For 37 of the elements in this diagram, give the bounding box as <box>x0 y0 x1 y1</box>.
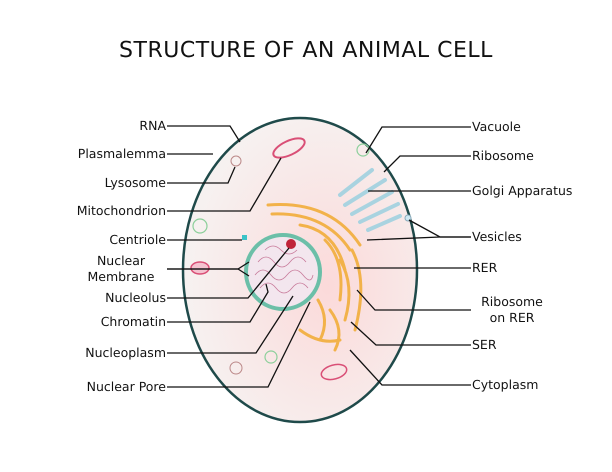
leader-line <box>368 190 471 192</box>
part-label: SER <box>472 337 497 353</box>
part-label: Ribosome on RER <box>472 294 552 326</box>
part-label: Ribosome <box>472 148 534 164</box>
part-label: Chromatin <box>100 314 166 330</box>
leader-line <box>350 322 471 346</box>
leader-line <box>167 153 213 155</box>
leader-line <box>366 236 471 241</box>
title: STRUCTURE OF AN ANIMAL CELL <box>118 38 494 63</box>
leader-line <box>384 155 471 172</box>
part-label: Cytoplasm <box>472 377 538 393</box>
leader-line <box>167 296 294 354</box>
leader-line <box>167 166 236 184</box>
part-label: Nuclear Membrane <box>76 253 166 285</box>
part-label: Plasmalemma <box>78 146 166 162</box>
leader-line <box>167 158 282 212</box>
leader-line <box>354 267 471 269</box>
leader-line <box>167 284 269 323</box>
leader-line <box>365 126 471 154</box>
leader-line <box>167 125 241 142</box>
part-label: Golgi Apparatus <box>472 183 572 199</box>
part-label: Nucleolus <box>105 290 166 306</box>
leader-line <box>167 248 290 299</box>
leader-line <box>350 350 471 386</box>
leader-line <box>167 302 311 388</box>
part-label: Nuclear Pore <box>86 379 166 395</box>
part-label: Vesicles <box>472 229 522 245</box>
leader-line <box>167 239 242 241</box>
part-label: Lysosome <box>104 175 166 191</box>
leader-line <box>167 268 250 277</box>
leader-line <box>356 290 471 311</box>
part-label: Mitochondrion <box>76 203 166 219</box>
part-label: Vacuole <box>472 119 521 135</box>
part-label: Nucleoplasm <box>85 345 166 361</box>
part-label: RER <box>472 260 498 276</box>
part-label: Centriole <box>109 232 166 248</box>
part-label: RNA <box>139 118 166 134</box>
